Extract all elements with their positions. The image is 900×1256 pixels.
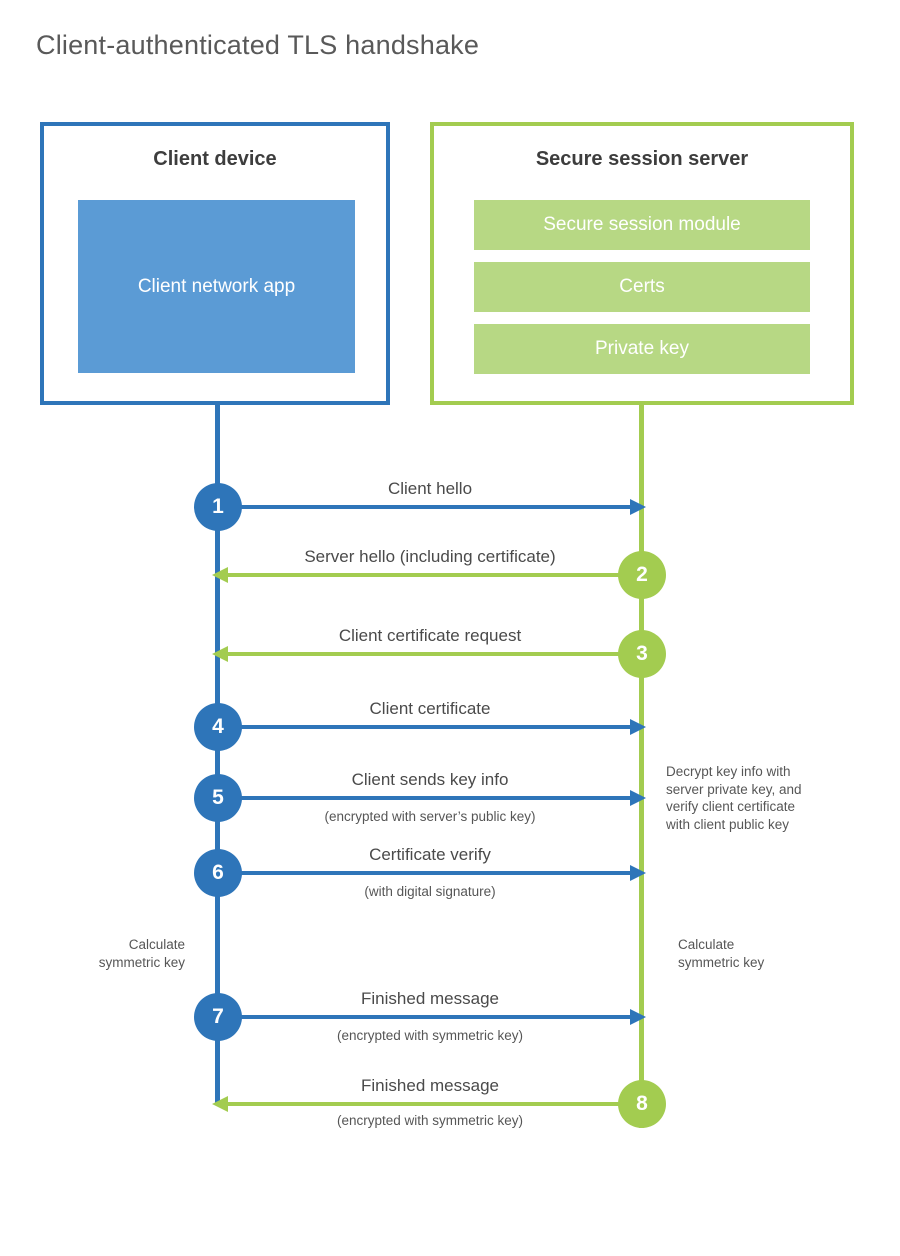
server-module-private-key: Private key — [474, 324, 810, 374]
arrow-shaft — [228, 652, 642, 656]
message-label: Client sends key info — [351, 770, 509, 789]
arrow-shaft — [218, 796, 630, 800]
step-number: 1 — [212, 495, 224, 518]
server-lifeline — [639, 404, 644, 1128]
message-sublabel: (encrypted with server’s public key) — [324, 809, 536, 824]
step-number: 4 — [212, 715, 224, 738]
step-circle-1: 1 — [194, 483, 242, 531]
arrow-right-icon — [630, 719, 646, 735]
step-circle-3: 3 — [618, 630, 666, 678]
message-label: Client hello — [387, 479, 473, 498]
note-line: Calculate — [678, 937, 735, 952]
server-title: Secure session server — [535, 148, 749, 170]
arrow-shaft — [228, 573, 642, 577]
arrow-right-icon — [630, 790, 646, 806]
arrow-shaft — [218, 871, 630, 875]
message-label: Client certificate — [369, 699, 491, 718]
server-module-secure-session: Secure session module — [474, 200, 810, 250]
arrow-right-icon — [630, 1009, 646, 1025]
step-circle-4: 4 — [194, 703, 242, 751]
step-circle-5: 5 — [194, 774, 242, 822]
arrow-shaft — [218, 505, 630, 509]
client-lifeline — [215, 404, 220, 1104]
arrow-shaft — [218, 1015, 630, 1019]
decrypt-note: Decrypt key info with server private key… — [666, 763, 841, 833]
arrow-left-icon — [212, 567, 228, 583]
message-label: Finished message — [361, 1076, 499, 1095]
arrow-right-icon — [630, 865, 646, 881]
arrow-right-icon — [630, 499, 646, 515]
page-title: Client-authenticated TLS handshake — [36, 30, 480, 60]
step-number: 5 — [212, 786, 224, 809]
step-circle-7: 7 — [194, 993, 242, 1041]
arrow-shaft — [218, 725, 630, 729]
decrypt-note-line: with client public key — [666, 816, 790, 832]
step-number: 2 — [636, 563, 648, 586]
decrypt-note-line: server private key, and — [666, 781, 802, 797]
message-label: Finished message — [361, 989, 499, 1008]
note-line: symmetric key — [678, 955, 765, 970]
decrypt-note-line: Decrypt key info with — [666, 764, 791, 779]
arrow-left-icon — [212, 646, 228, 662]
calc-symmetric-key-note-client: Calculate symmetric key — [55, 936, 185, 972]
client-network-app-label: Client network app — [137, 276, 296, 297]
step-number: 8 — [636, 1092, 648, 1115]
client-device-title: Client device — [153, 148, 277, 170]
message-sublabel: (encrypted with symmetric key) — [336, 1028, 524, 1043]
message-sublabel: (encrypted with symmetric key) — [336, 1113, 524, 1128]
step-number: 6 — [212, 861, 224, 884]
message-label: Certificate verify — [369, 845, 491, 864]
step-circle-6: 6 — [194, 849, 242, 897]
step-number: 7 — [212, 1005, 224, 1028]
note-line: symmetric key — [98, 955, 185, 970]
arrow-left-icon — [212, 1096, 228, 1112]
server-module-certs: Certs — [474, 262, 810, 312]
message-label: Client certificate request — [338, 626, 522, 645]
calc-symmetric-key-note-server: Calculate symmetric key — [678, 936, 808, 972]
client-network-app-box: Client network app — [78, 200, 355, 373]
message-sublabel: (with digital signature) — [364, 884, 496, 899]
note-line: Calculate — [128, 937, 185, 952]
step-circle-2: 2 — [618, 551, 666, 599]
step-number: 3 — [636, 642, 648, 665]
step-circle-8: 8 — [618, 1080, 666, 1128]
message-label: Server hello (including certificate) — [304, 547, 556, 566]
arrow-shaft — [228, 1102, 642, 1106]
decrypt-note-line: verify client certificate — [666, 799, 796, 814]
